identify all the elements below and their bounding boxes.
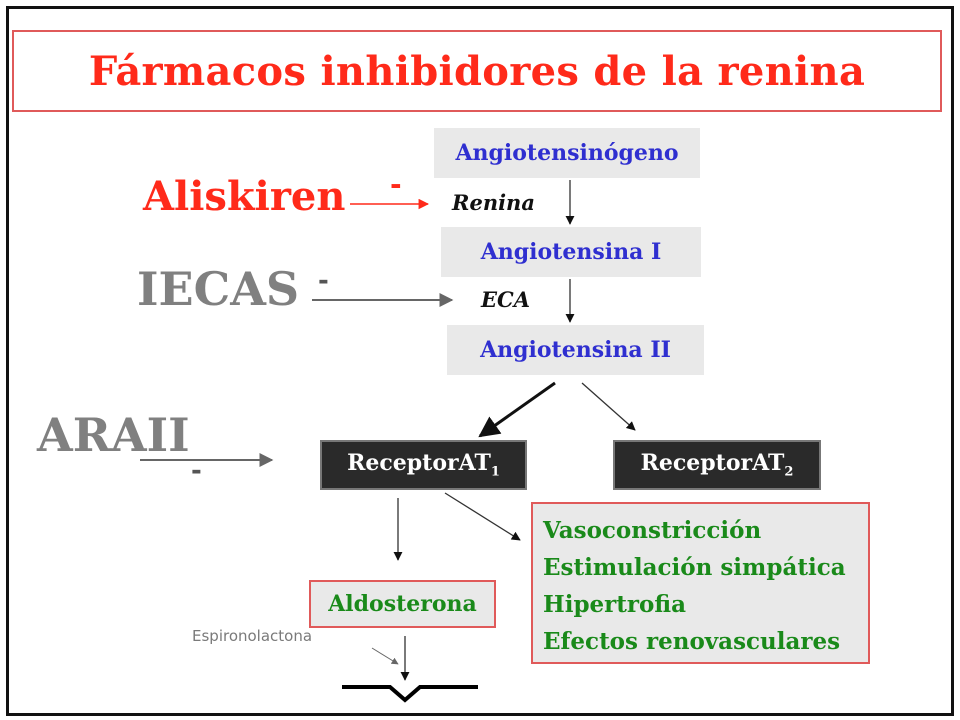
araii-minus: - [191,456,202,486]
arrow-angiotensina-ii-to-at1 [478,381,556,438]
espironolactona-label: Espironolactona [192,627,313,645]
slide-title: Fármacos inhibidores de la renina [88,47,866,95]
angiotensina-i-box: Angiotensina I [441,227,701,277]
angiotensina-ii-box: Angiotensina II [447,325,704,375]
effect-item: Efectos renovasculares [543,628,841,655]
slide-frame [6,6,954,716]
araii-label: ARAII [37,408,190,462]
aldosterona-box: Aldosterona [309,580,496,628]
angiotensinogeno-box: Angiotensinógeno [434,128,700,178]
title-box: Fármacos inhibidores de la renina [12,30,942,112]
receptor-at1-label: ReceptorAT1 [347,450,500,480]
receptor-at2-box: ReceptorAT2 [613,440,821,490]
renina-label: Renina [452,190,535,215]
eca-label: ECA [481,287,531,312]
receptor-at2-label: ReceptorAT2 [640,450,794,480]
receptor-at1-box: ReceptorAT1 [320,440,527,490]
aliskiren-label: Aliskiren [143,173,346,220]
effects-box: Vasoconstricción Estimulación simpática … [531,502,870,664]
arrow-at1-to-effects [444,492,521,541]
iecas-minus: - [318,266,329,296]
angiotensina-ii-label: Angiotensina II [480,337,671,363]
effect-item: Vasoconstricción [543,517,762,544]
arrow-angiotensina-ii-to-at2 [581,382,636,431]
aliskiren-minus: - [390,168,402,201]
angiotensina-i-label: Angiotensina I [480,239,662,265]
effect-item: Estimulación simpática [543,554,846,581]
aldosterona-label: Aldosterona [328,591,477,617]
effect-item: Hipertrofia [543,591,687,618]
iecas-label: IECAS [137,262,300,316]
arrow-espironolactona [371,647,399,665]
membrane-receptor-symbol [342,685,478,703]
angiotensinogeno-label: Angiotensinógeno [455,140,679,166]
